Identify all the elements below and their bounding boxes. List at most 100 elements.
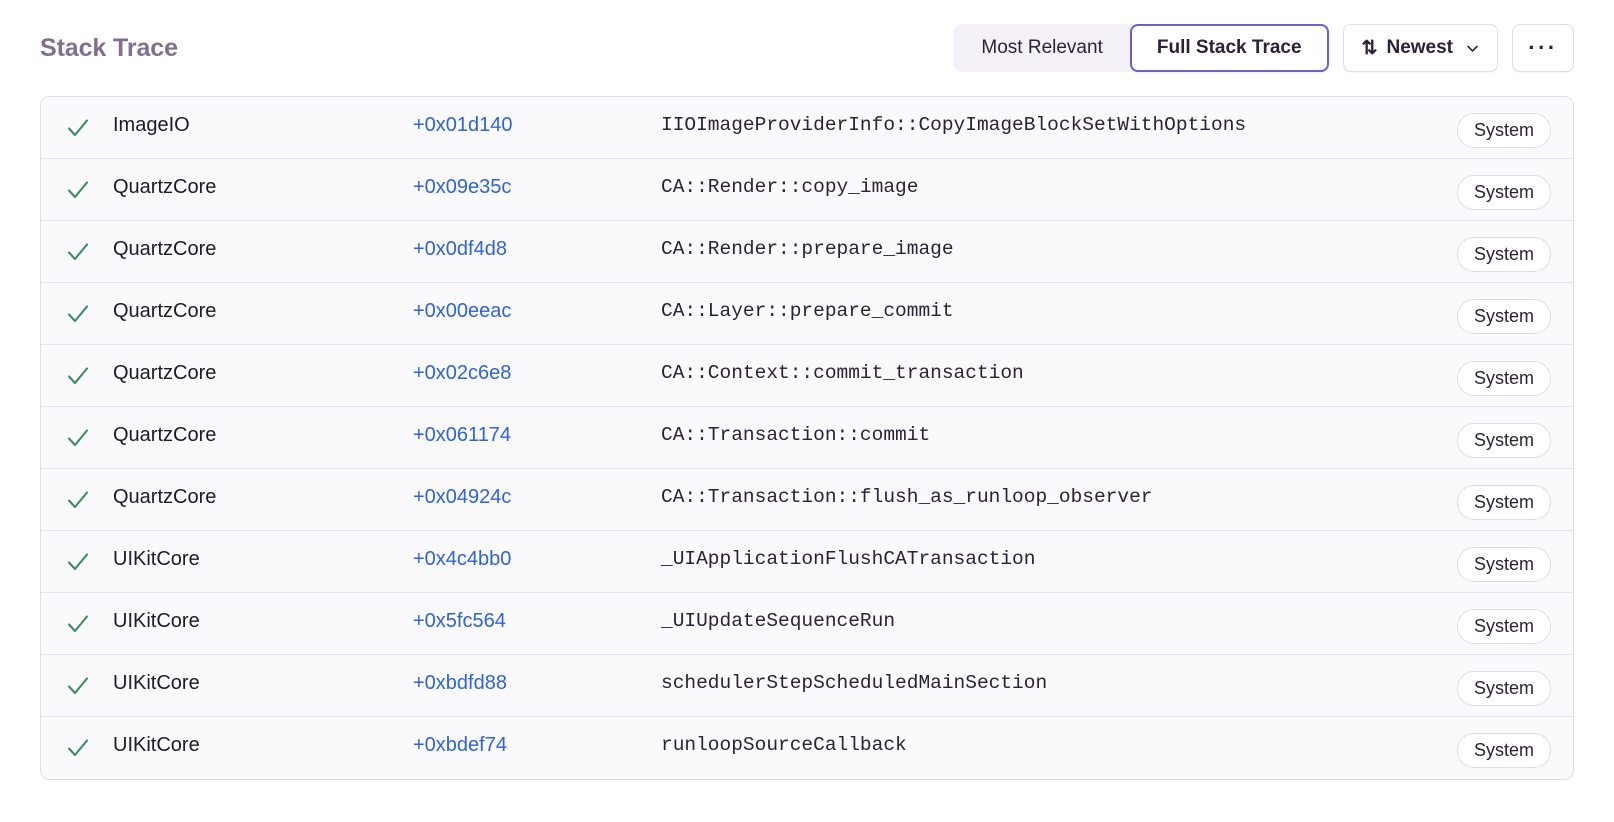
frame-symbol: CA::Transaction::commit xyxy=(661,424,931,446)
frame-module: UIKitCore xyxy=(113,548,200,570)
frame-symbol: runloopSourceCallback xyxy=(661,734,907,756)
status-badge: System xyxy=(1456,547,1551,582)
table-row[interactable]: QuartzCore +0x04924c CA::Transaction::flus… xyxy=(41,469,1573,531)
check-icon xyxy=(67,305,89,323)
frame-module: QuartzCore xyxy=(113,362,217,384)
frame-symbol: IIOImageProviderInfo::CopyImageBlockSetW… xyxy=(661,114,1247,136)
page-title: Stack Trace xyxy=(40,33,178,62)
table-row[interactable]: QuartzCore +0x09e35c CA::Render::copy_imag… xyxy=(41,159,1573,221)
status-badge: System xyxy=(1456,733,1551,768)
frame-module: QuartzCore xyxy=(113,486,217,508)
frame-symbol: _UIUpdateSequenceRun xyxy=(661,610,896,632)
stack-frames-list: ImageIO +0x01d140 IIOImageProviderInfo::Co… xyxy=(40,96,1574,780)
frame-offset-link[interactable]: +0x01d140 xyxy=(413,114,513,136)
frame-offset-link[interactable]: +0x061174 xyxy=(413,424,512,446)
frame-expanded-check[interactable] xyxy=(65,593,113,637)
table-row[interactable]: UIKitCore +0x4c4bb0 _UIApplicationFlushCAT… xyxy=(41,531,1573,593)
status-badge: System xyxy=(1456,113,1551,148)
frame-badge-cell: System xyxy=(1411,407,1551,458)
frame-offset-link[interactable]: +0x09e35c xyxy=(413,176,512,198)
frame-badge-cell: System xyxy=(1411,345,1551,396)
table-row[interactable]: UIKitCore +0xbdfd88 schedulerStepScheduled… xyxy=(41,655,1573,717)
frame-symbol: CA::Layer::prepare_commit xyxy=(661,300,954,322)
status-badge: System xyxy=(1456,671,1551,706)
frame-badge-cell: System xyxy=(1411,655,1551,706)
check-icon xyxy=(67,615,89,633)
frame-badge-cell: System xyxy=(1411,469,1551,520)
frame-module: QuartzCore xyxy=(113,238,217,260)
frame-module: QuartzCore xyxy=(113,424,217,446)
frame-offset-link[interactable]: +0xbdef74 xyxy=(413,734,507,756)
frame-symbol: CA::Context::commit_transaction xyxy=(661,362,1024,384)
sort-button[interactable]: ⇅ Newest xyxy=(1342,24,1498,72)
frame-symbol: CA::Render::copy_image xyxy=(661,176,919,198)
check-icon xyxy=(67,119,89,137)
frame-module: QuartzCore xyxy=(113,176,217,198)
frame-badge-cell: System xyxy=(1411,531,1551,582)
frame-offset-link[interactable]: +0x4c4bb0 xyxy=(413,548,512,570)
table-row[interactable]: UIKitCore +0xbdef74 runloopSourceCallback S… xyxy=(41,717,1573,779)
check-icon xyxy=(67,181,89,199)
frame-badge-cell: System xyxy=(1411,97,1551,148)
frame-expanded-check[interactable] xyxy=(65,407,113,451)
table-row[interactable]: ImageIO +0x01d140 IIOImageProviderInfo::Co… xyxy=(41,97,1573,159)
frame-module: QuartzCore xyxy=(113,300,217,322)
frame-offset-link[interactable]: +0x02c6e8 xyxy=(413,362,512,384)
check-icon xyxy=(67,739,89,757)
frame-badge-cell: System xyxy=(1411,717,1551,768)
frame-expanded-check[interactable] xyxy=(65,717,113,761)
frame-expanded-check[interactable] xyxy=(65,469,113,513)
status-badge: System xyxy=(1456,237,1551,272)
table-row[interactable]: QuartzCore +0x0df4d8 CA::Render::prepare_i… xyxy=(41,221,1573,283)
frame-expanded-check[interactable] xyxy=(65,531,113,575)
stack-trace-view-segmented-control[interactable]: Most Relevant Full Stack Trace xyxy=(954,24,1329,72)
check-icon xyxy=(67,677,89,695)
frame-expanded-check[interactable] xyxy=(65,221,113,265)
frame-expanded-check[interactable] xyxy=(65,345,113,389)
frame-badge-cell: System xyxy=(1411,221,1551,272)
check-icon xyxy=(67,243,89,261)
more-options-button[interactable]: ··· xyxy=(1512,24,1574,72)
chevron-down-icon xyxy=(1466,42,1479,55)
sort-arrows-icon: ⇅ xyxy=(1361,37,1378,59)
frame-expanded-check[interactable] xyxy=(65,97,113,141)
sort-button-label: Newest xyxy=(1386,37,1453,58)
frame-symbol: CA::Render::prepare_image xyxy=(661,238,954,260)
check-icon xyxy=(67,491,89,509)
frame-offset-link[interactable]: +0x0df4d8 xyxy=(413,238,507,260)
frame-symbol: CA::Transaction::flush_as_runloop_observ… xyxy=(661,486,1153,508)
frame-module: UIKitCore xyxy=(113,672,200,694)
frame-offset-link[interactable]: +0x04924c xyxy=(413,486,512,508)
frame-badge-cell: System xyxy=(1411,159,1551,210)
frame-expanded-check[interactable] xyxy=(65,655,113,699)
frame-badge-cell: System xyxy=(1411,283,1551,334)
frame-module: UIKitCore xyxy=(113,734,200,756)
check-icon xyxy=(67,429,89,447)
tab-most-relevant[interactable]: Most Relevant xyxy=(981,37,1103,58)
table-row[interactable]: QuartzCore +0x061174 CA::Transaction::comm… xyxy=(41,407,1573,469)
header-actions: Most Relevant Full Stack Trace ⇅ Newest … xyxy=(954,24,1574,72)
frame-expanded-check[interactable] xyxy=(65,159,113,203)
frame-symbol: schedulerStepScheduledMainSection xyxy=(661,672,1048,694)
status-badge: System xyxy=(1456,361,1551,396)
frame-offset-link[interactable]: +0x5fc564 xyxy=(413,610,506,632)
check-icon xyxy=(67,367,89,385)
table-row[interactable]: QuartzCore +0x02c6e8 CA::Context::commit_t… xyxy=(41,345,1573,407)
frame-offset-link[interactable]: +0xbdfd88 xyxy=(413,672,507,694)
table-row[interactable]: QuartzCore +0x00eeac CA::Layer::prepare_co… xyxy=(41,283,1573,345)
status-badge: System xyxy=(1456,609,1551,644)
frame-offset-link[interactable]: +0x00eeac xyxy=(413,300,512,322)
frame-badge-cell: System xyxy=(1411,593,1551,644)
ellipsis-icon: ··· xyxy=(1528,35,1558,60)
check-icon xyxy=(67,553,89,571)
status-badge: System xyxy=(1456,423,1551,458)
status-badge: System xyxy=(1456,485,1551,520)
status-badge: System xyxy=(1456,299,1551,334)
frame-symbol: _UIApplicationFlushCATransaction xyxy=(661,548,1036,570)
frame-expanded-check[interactable] xyxy=(65,283,113,327)
tab-full-stack-trace[interactable]: Full Stack Trace xyxy=(1129,24,1329,72)
frame-module: ImageIO xyxy=(113,114,190,136)
stack-trace-header: Stack Trace Most Relevant Full Stack Tra… xyxy=(40,0,1574,96)
